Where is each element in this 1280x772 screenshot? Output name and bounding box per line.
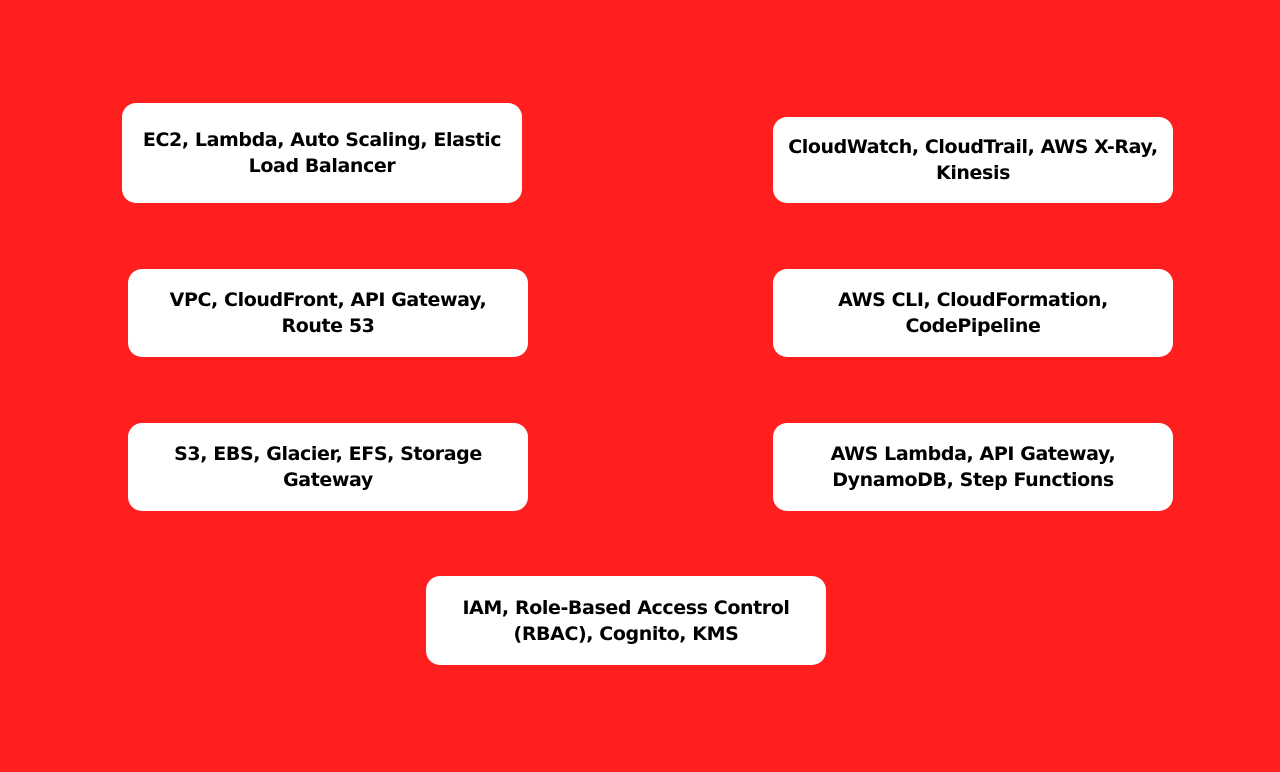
card-devops-services: AWS CLI, CloudFormation, CodePipeline [773,269,1173,357]
card-security-services: IAM, Role-Based Access Control (RBAC), C… [426,576,826,665]
card-storage-services: S3, EBS, Glacier, EFS, Storage Gateway [128,423,528,511]
card-serverless-services: AWS Lambda, API Gateway, DynamoDB, Step … [773,423,1173,511]
card-monitoring-services: CloudWatch, CloudTrail, AWS X-Ray, Kines… [773,117,1173,203]
card-label: IAM, Role-Based Access Control (RBAC), C… [462,596,790,645]
card-compute-services: EC2, Lambda, Auto Scaling, Elastic Load … [122,103,522,203]
card-label: AWS Lambda, API Gateway, DynamoDB, Step … [830,443,1116,491]
card-label: VPC, CloudFront, API Gateway, Route 53 [169,289,487,337]
card-label: AWS CLI, CloudFormation, CodePipeline [838,289,1108,337]
card-label: CloudWatch, CloudTrail, AWS X-Ray, Kines… [788,136,1158,184]
card-networking-services: VPC, CloudFront, API Gateway, Route 53 [128,269,528,357]
card-label: S3, EBS, Glacier, EFS, Storage Gateway [174,443,482,491]
card-label: EC2, Lambda, Auto Scaling, Elastic Load … [142,129,502,177]
